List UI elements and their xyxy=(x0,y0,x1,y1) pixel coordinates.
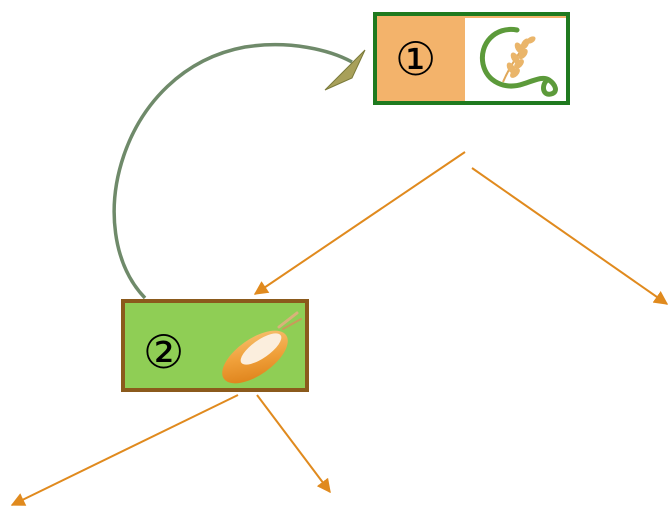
branch-arrow-right-top xyxy=(471,167,669,305)
step-2-number: ② xyxy=(143,325,185,379)
step-1-number: ① xyxy=(395,32,437,86)
loop-arrowhead xyxy=(324,49,366,91)
step-1-node: ① xyxy=(373,12,570,105)
wheat-logo-icon xyxy=(465,18,566,101)
loop-arrow-curve xyxy=(112,43,353,300)
branch-arrow-left-top xyxy=(253,151,466,295)
branch-arrow-mid-bottom xyxy=(256,394,331,494)
grain-kernel-icon xyxy=(213,309,305,389)
step-2-node: ② xyxy=(121,299,309,392)
branch-arrow-left-bottom xyxy=(10,394,239,506)
